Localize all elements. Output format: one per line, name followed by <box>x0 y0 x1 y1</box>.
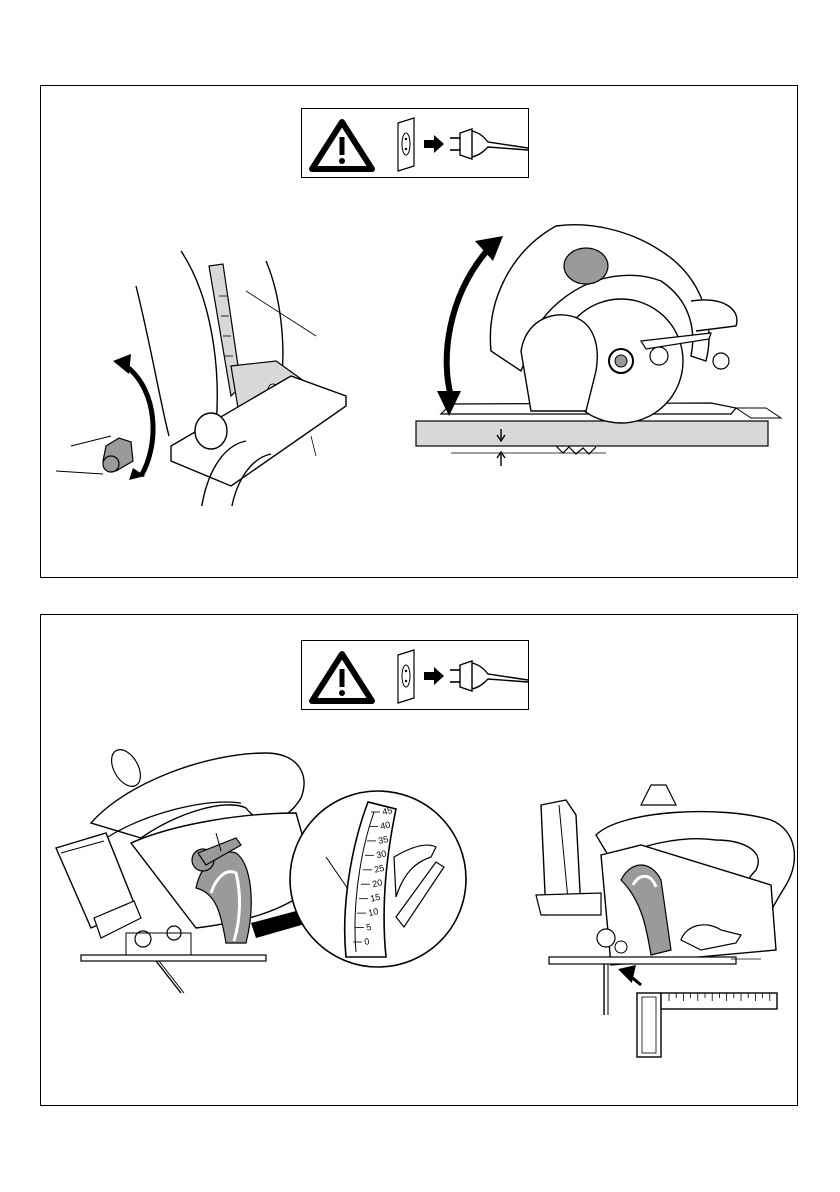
bevel-scale-label: 10 <box>367 906 379 918</box>
bevel-scale-label: 20 <box>371 877 383 889</box>
bevel-scale-label: 35 <box>377 834 389 846</box>
bevel-scale-label: 30 <box>375 848 387 860</box>
depth-adjustment-panel <box>40 85 798 578</box>
bevel-scale-label: 25 <box>373 863 385 875</box>
depth-lever-closeup <box>41 236 361 506</box>
wall-socket-icon <box>398 650 414 703</box>
wall-socket-icon <box>398 118 414 171</box>
arrow-right-icon <box>424 135 444 153</box>
unplug-warning-box-2 <box>301 640 529 710</box>
plug-icon <box>450 661 528 691</box>
saw-depth-side-view <box>391 221 791 471</box>
bevel-scale-label: 45 <box>381 805 393 817</box>
depth-arrow-icon <box>447 246 491 396</box>
saw-square-check <box>501 775 796 1065</box>
unplug-warning-box <box>301 108 529 178</box>
workpiece <box>416 421 768 446</box>
base-plate <box>81 955 266 961</box>
check-arrow-icon <box>621 967 641 985</box>
base-plate <box>549 957 736 964</box>
try-square <box>637 993 777 1057</box>
arrow-right-icon <box>424 667 444 685</box>
bevel-scale-label: 40 <box>379 819 391 831</box>
bevel-scale-label: 15 <box>369 892 381 904</box>
warning-triangle-icon <box>312 654 372 701</box>
motor-housing <box>521 315 597 411</box>
warning-triangle-icon <box>312 122 372 169</box>
plug-icon <box>450 129 528 159</box>
